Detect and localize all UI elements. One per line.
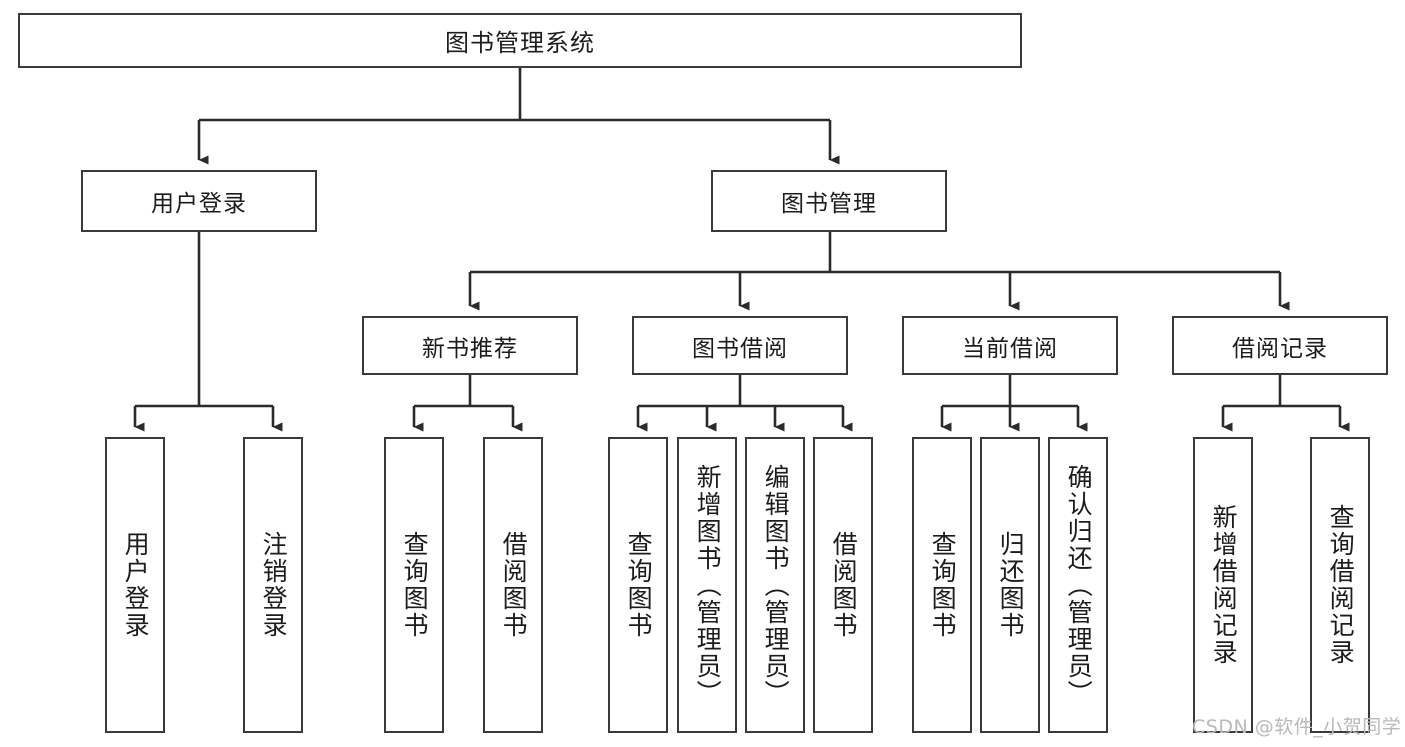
node-leaf-add-book-admin[interactable]: 新增图书（管理员） bbox=[677, 437, 737, 733]
node-current-borrow[interactable]: 当前借阅 bbox=[902, 316, 1118, 375]
node-label: 图书借阅 bbox=[692, 335, 788, 362]
node-label: 当前借阅 bbox=[962, 335, 1058, 362]
node-label: 归还图书 bbox=[996, 531, 1026, 639]
node-new-book-recommend[interactable]: 新书推荐 bbox=[362, 316, 578, 375]
node-label: 确认归还（管理员） bbox=[1064, 463, 1094, 707]
node-leaf-edit-book-admin[interactable]: 编辑图书（管理员） bbox=[745, 437, 805, 733]
node-book-borrow[interactable]: 图书借阅 bbox=[632, 316, 848, 375]
node-root-system[interactable]: 图书管理系统 bbox=[18, 13, 1022, 68]
node-label: 借阅记录 bbox=[1232, 335, 1328, 362]
node-leaf-user-login[interactable]: 用户登录 bbox=[105, 437, 165, 733]
node-label: 新增图书（管理员） bbox=[693, 463, 723, 707]
node-leaf-logout[interactable]: 注销登录 bbox=[243, 437, 303, 733]
node-label: 借阅图书 bbox=[829, 531, 859, 639]
node-label: 借阅图书 bbox=[499, 531, 529, 639]
node-leaf-query-book-new[interactable]: 查询图书 bbox=[384, 437, 444, 733]
node-leaf-query-book[interactable]: 查询图书 bbox=[608, 437, 668, 733]
node-borrow-record[interactable]: 借阅记录 bbox=[1172, 316, 1388, 375]
node-label: 查询图书 bbox=[400, 531, 430, 639]
node-label: 编辑图书（管理员） bbox=[761, 463, 791, 707]
node-label: 查询图书 bbox=[624, 531, 654, 639]
node-leaf-borrow-book-new[interactable]: 借阅图书 bbox=[483, 437, 543, 733]
node-label: 图书管理系统 bbox=[445, 29, 595, 57]
node-leaf-query-borrow-record[interactable]: 查询借阅记录 bbox=[1310, 437, 1370, 733]
node-leaf-query-book-current[interactable]: 查询图书 bbox=[912, 437, 972, 733]
node-label: 用户登录 bbox=[121, 531, 151, 639]
node-leaf-return-book[interactable]: 归还图书 bbox=[980, 437, 1040, 733]
node-leaf-add-borrow-record[interactable]: 新增借阅记录 bbox=[1193, 437, 1253, 733]
node-book-management[interactable]: 图书管理 bbox=[711, 170, 947, 232]
node-leaf-confirm-return-admin[interactable]: 确认归还（管理员） bbox=[1048, 437, 1108, 733]
node-label: 查询图书 bbox=[928, 531, 958, 639]
node-label: 新书推荐 bbox=[422, 335, 518, 362]
node-label: 用户登录 bbox=[151, 191, 247, 217]
node-label: 新增借阅记录 bbox=[1209, 504, 1239, 666]
node-label: 查询借阅记录 bbox=[1326, 504, 1356, 666]
node-label: 注销登录 bbox=[259, 531, 289, 639]
watermark: CSDN @软件_小贺同学 bbox=[1192, 716, 1402, 738]
node-label: 图书管理 bbox=[781, 191, 877, 217]
node-leaf-borrow-book[interactable]: 借阅图书 bbox=[813, 437, 873, 733]
node-user-login[interactable]: 用户登录 bbox=[81, 170, 317, 232]
